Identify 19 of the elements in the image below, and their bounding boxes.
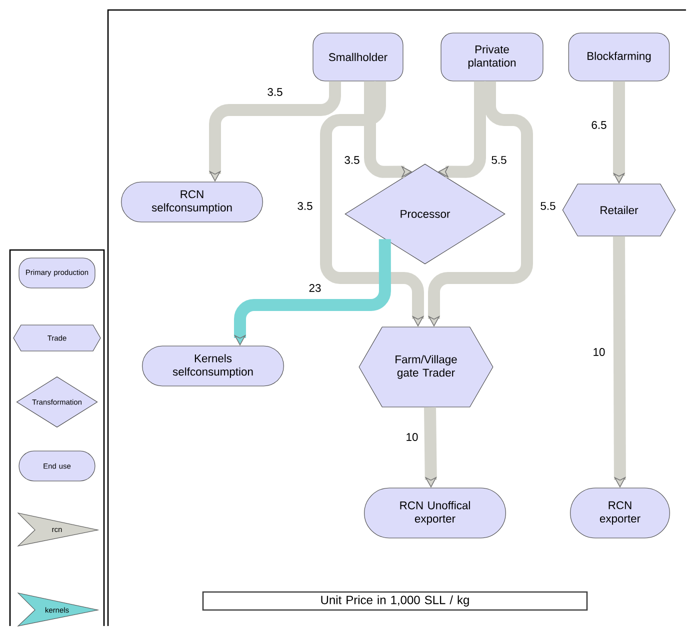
trade-hexagon: Farm/Village gate Trader [358,326,494,408]
edge-label: 10 [404,432,420,442]
production-box: Private plantation [440,32,544,82]
trade-hexagon: Retailer [562,184,676,236]
edge-label: 6.5 [590,120,608,130]
production-box: Blockfarming [568,32,670,82]
end-use-box: RCN selfconsumption [121,182,263,222]
edge-label: 5.5 [490,154,508,166]
end-use-box: RCN exporter [570,488,670,538]
caption-box: Unit Price in 1,000 SLL / kg [202,591,588,611]
edge-label: 3.5 [342,154,362,166]
edge-label: 5.5 [538,200,558,212]
end-use-box: Kernels selfconsumption [142,346,284,386]
edge-label: 3.5 [296,200,314,212]
edge-label: 23 [307,282,323,294]
edge-label: 3.5 [266,86,284,98]
end-use-box: RCN Unoffical exporter [364,488,506,538]
production-box: Smallholder [312,32,404,82]
edge-label: 10 [591,346,607,358]
